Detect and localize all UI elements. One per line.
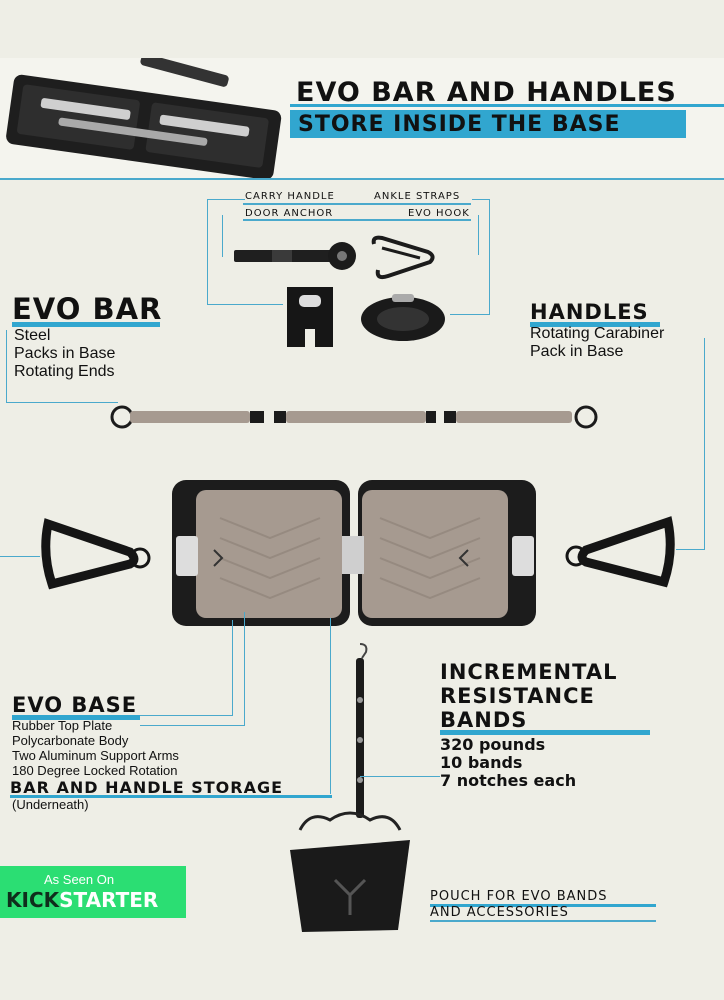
accessory-rule-bottom: [243, 219, 471, 221]
bands-leader: [360, 776, 440, 777]
evo-base-underline: [12, 715, 140, 720]
kickstarter-badge: As Seen On KICKSTARTER: [0, 866, 186, 918]
bracket-right2-vert: [478, 215, 479, 255]
evo-bar-feature-2: Packs in Base: [14, 345, 116, 362]
storage-underline: [10, 795, 332, 798]
left-handle-leader: [0, 556, 40, 557]
evo-bar-feature-3: Rotating Ends: [14, 363, 115, 380]
pouch-line-2: AND ACCESSORIES: [430, 905, 569, 920]
bracket-left-top: [207, 199, 245, 200]
evo-base-feature-2: Polycarbonate Body: [12, 733, 129, 748]
title-underline: [290, 104, 724, 107]
handles-feature-2: Pack in Base: [530, 343, 624, 360]
bands-spec-2: 10 bands: [440, 753, 523, 772]
bands-title-1: INCREMENTAL: [440, 660, 618, 684]
accessory-rule-top: [243, 203, 471, 205]
label-door-anchor: DOOR ANCHOR: [245, 208, 334, 219]
evo-bar-image: [110, 405, 598, 429]
stored-base-image: [6, 58, 282, 180]
ankle-straps-image: [361, 294, 445, 341]
evo-bar-title: EVO BAR: [12, 292, 163, 326]
header-divider: [0, 178, 724, 180]
badge-kick: KICK: [6, 888, 60, 912]
evo-bar-leader-h: [6, 402, 118, 403]
evo-bar-feature-1: Steel: [14, 327, 51, 344]
base-leader-3v: [330, 618, 331, 794]
base-leader-2v: [232, 620, 233, 716]
bracket-left-bottom: [207, 304, 283, 305]
bracket-right-vert: [489, 199, 490, 315]
evo-base-feature-4: 180 Degree Locked Rotation: [12, 763, 178, 778]
base-leader-1v: [244, 612, 245, 726]
evo-base-title: EVO BASE: [12, 693, 138, 717]
label-carry-handle: CARRY HANDLE: [245, 191, 335, 202]
pouch-line-1: POUCH FOR EVO BANDS: [430, 889, 608, 904]
badge-top-text: As Seen On: [44, 872, 115, 887]
storage-title: BAR AND HANDLE STORAGE: [10, 778, 284, 797]
page-subtitle: STORE INSIDE THE BASE: [298, 112, 621, 137]
pouch-image: [290, 811, 410, 932]
evo-bar-leader-v: [6, 330, 7, 402]
label-ankle-straps: ANKLE STRAPS: [374, 191, 461, 202]
page-title: EVO BAR AND HANDLES: [296, 77, 677, 108]
storage-note: (Underneath): [12, 797, 89, 812]
label-evo-hook: EVO HOOK: [408, 208, 470, 219]
base-leader-2h: [140, 715, 233, 716]
bands-spec-3: 7 notches each: [440, 771, 577, 790]
evo-base-feature-3: Two Aluminum Support Arms: [12, 748, 179, 763]
resistance-band-image: [356, 643, 368, 818]
right-handle-image: [565, 516, 675, 588]
bands-title-3: BANDS: [440, 708, 528, 732]
handles-title: HANDLES: [530, 300, 649, 324]
badge-starter: STARTER: [59, 888, 159, 912]
handles-leader-h: [676, 549, 705, 550]
handles-leader-v: [704, 338, 705, 550]
door-anchor-image: [234, 242, 356, 270]
bracket-right-bottom: [450, 314, 490, 315]
evo-base-image: [172, 480, 536, 626]
bracket-right-top: [472, 199, 490, 200]
subtitle-banner: [290, 110, 686, 138]
carry-handle-image: [287, 287, 333, 347]
left-handle-image: [41, 518, 151, 590]
bands-title-2: RESISTANCE: [440, 684, 595, 708]
bracket-left-vert: [207, 199, 208, 305]
evo-base-feature-1: Rubber Top Plate: [12, 718, 113, 733]
pouch-rule: [430, 920, 656, 922]
bracket-mid-vert: [222, 215, 223, 257]
pouch-underline: [430, 904, 656, 907]
handles-underline: [530, 322, 660, 327]
handles-feature-1: Rotating Carabiner: [530, 325, 665, 342]
base-leader-1h: [140, 725, 245, 726]
bands-spec-1: 320 pounds: [440, 735, 546, 754]
evo-bar-underline: [12, 322, 160, 327]
bands-underline: [440, 730, 650, 735]
evo-hook-image: [371, 235, 435, 280]
